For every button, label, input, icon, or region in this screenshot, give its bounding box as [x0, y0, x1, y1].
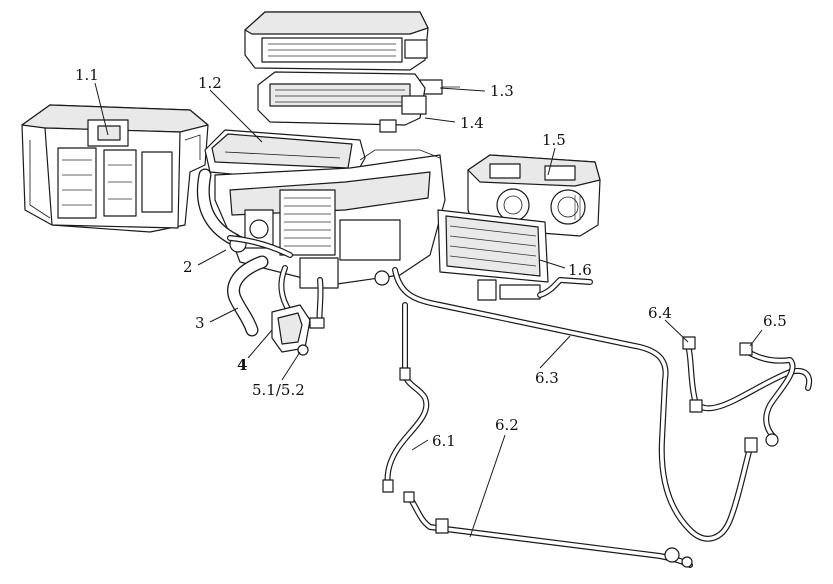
pipe-6-1	[382, 302, 430, 493]
label-1-2: 1.2	[198, 74, 222, 92]
label-1-5: 1.5	[542, 131, 566, 149]
part-1-3-cover	[244, 11, 460, 95]
label-6-4: 6.4	[648, 304, 672, 322]
leader-lines	[94, 82, 763, 538]
label-6-2: 6.2	[495, 416, 519, 434]
part-1-1-housing	[21, 104, 209, 233]
part-4-5-valve	[271, 265, 325, 356]
part-1-5-blower	[467, 154, 601, 237]
label-3: 3	[195, 314, 205, 332]
pipe-6-4-6-5	[537, 277, 812, 447]
label-6-1: 6.1	[432, 432, 456, 450]
part-1-4-flap-frame	[257, 71, 427, 133]
label-1-3: 1.3	[490, 82, 514, 100]
label-5-1-5-2: 5.1/5.2	[252, 381, 305, 399]
pipe-6-2	[403, 491, 693, 568]
part-1-6-evaporator	[437, 209, 549, 301]
label-6-3: 6.3	[535, 369, 559, 387]
label-1-6: 1.6	[568, 261, 592, 279]
part-labels: 1.1 1.2 1.3 1.4 1.5 1.6 2 3 4 5.1/5.2 6.…	[75, 66, 787, 450]
hoses-2-3	[196, 168, 293, 337]
label-6-5: 6.5	[763, 312, 787, 330]
label-4: 4	[237, 356, 247, 374]
label-1-1: 1.1	[75, 66, 99, 84]
label-2: 2	[183, 258, 193, 276]
pipe-6-3	[392, 267, 758, 542]
label-1-4: 1.4	[460, 114, 484, 132]
central-housing	[214, 149, 446, 289]
